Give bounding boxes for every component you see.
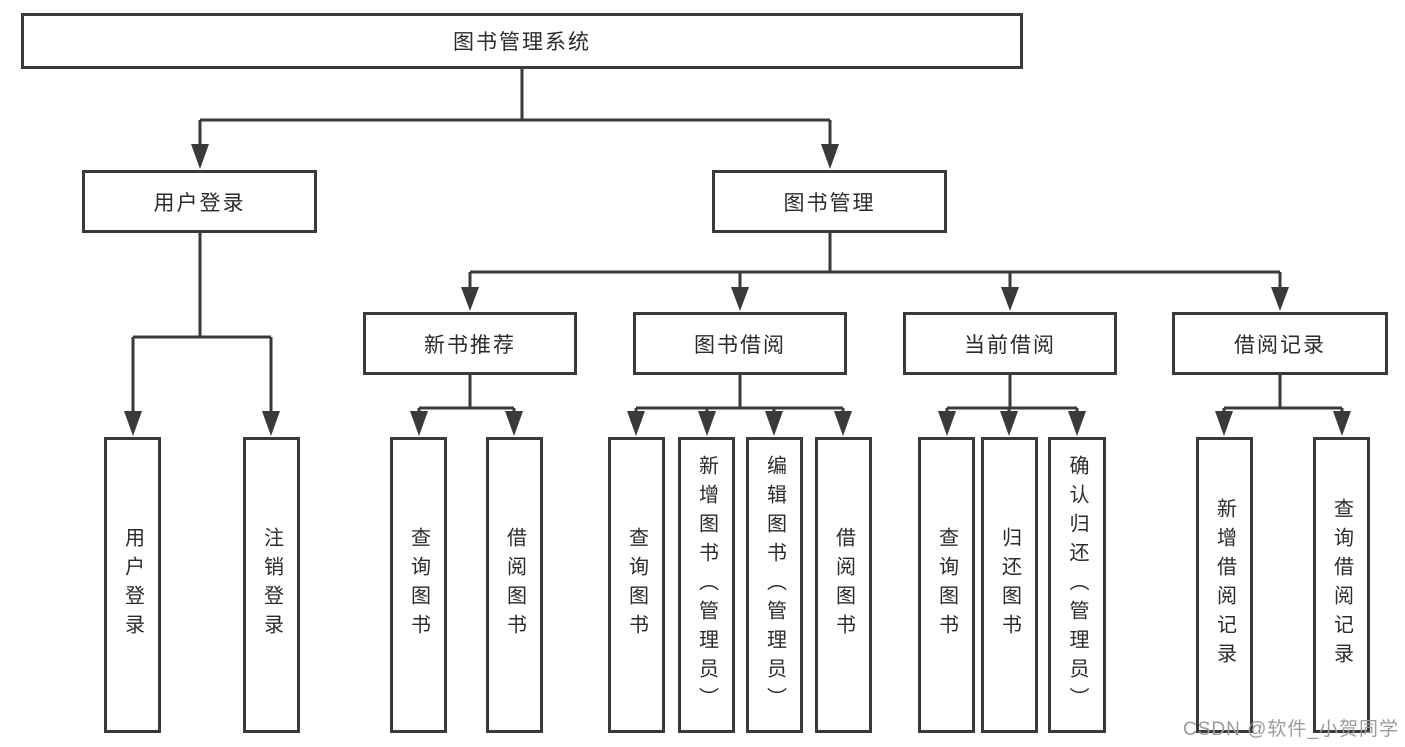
node-leaf-logout: 注销登录 <box>243 437 300 733</box>
node-leaf-confirm-return-admin: 确认归还（管理员） <box>1048 437 1106 733</box>
node-leaf-query-borrow-record: 查询借阅记录 <box>1313 437 1370 733</box>
node-label: 确认归还（管理员） <box>1066 454 1088 716</box>
node-label: 图书借阅 <box>694 333 786 357</box>
node-label: 查询借阅记录 <box>1330 498 1353 672</box>
node-label: 归还图书 <box>998 527 1021 643</box>
node-label: 新书推荐 <box>424 333 516 357</box>
node-label: 借阅图书 <box>503 527 526 643</box>
node-leaf-user-login: 用户登录 <box>104 437 161 733</box>
node-label: 查询图书 <box>407 527 430 643</box>
node-label: 借阅记录 <box>1234 333 1326 357</box>
node-label: 编辑图书（管理员） <box>763 454 786 716</box>
node-label: 图书管理系统 <box>453 31 591 54</box>
node-label: 查询图书 <box>935 527 958 643</box>
node-borrowing-records: 借阅记录 <box>1172 312 1388 375</box>
node-new-book-recommendation: 新书推荐 <box>363 312 577 375</box>
node-label: 新增图书（管理员） <box>695 454 718 716</box>
node-leaf-query-books-current: 查询图书 <box>918 437 975 733</box>
node-book-management: 图书管理 <box>712 170 947 233</box>
node-label: 借阅图书 <box>832 527 855 643</box>
node-label: 图书管理 <box>783 191 876 215</box>
node-label: 查询图书 <box>625 527 648 643</box>
node-leaf-borrow-books-rec: 借阅图书 <box>486 437 543 733</box>
node-label: 当前借阅 <box>964 333 1056 357</box>
node-leaf-add-books-admin: 新增图书（管理员） <box>678 437 735 733</box>
node-label: 新增借阅记录 <box>1213 498 1236 672</box>
node-user-login: 用户登录 <box>82 170 317 233</box>
node-leaf-add-borrow-record: 新增借阅记录 <box>1196 437 1253 733</box>
node-label: 注销登录 <box>260 527 283 643</box>
node-leaf-return-books: 归还图书 <box>981 437 1038 733</box>
node-book-borrowing: 图书借阅 <box>633 312 847 375</box>
node-leaf-borrow-books: 借阅图书 <box>815 437 872 733</box>
node-leaf-query-books-borrow: 查询图书 <box>608 437 665 733</box>
arrowheads <box>124 144 1351 436</box>
node-label: 用户登录 <box>153 191 246 215</box>
csdn-watermark: CSDN @软件_小贺同学 <box>1183 719 1399 740</box>
node-leaf-edit-books-admin: 编辑图书（管理员） <box>746 437 803 733</box>
node-leaf-query-books-rec: 查询图书 <box>390 437 447 733</box>
node-label: 用户登录 <box>121 527 144 643</box>
node-current-borrowing: 当前借阅 <box>903 312 1117 375</box>
node-library-management-system: 图书管理系统 <box>21 13 1023 69</box>
